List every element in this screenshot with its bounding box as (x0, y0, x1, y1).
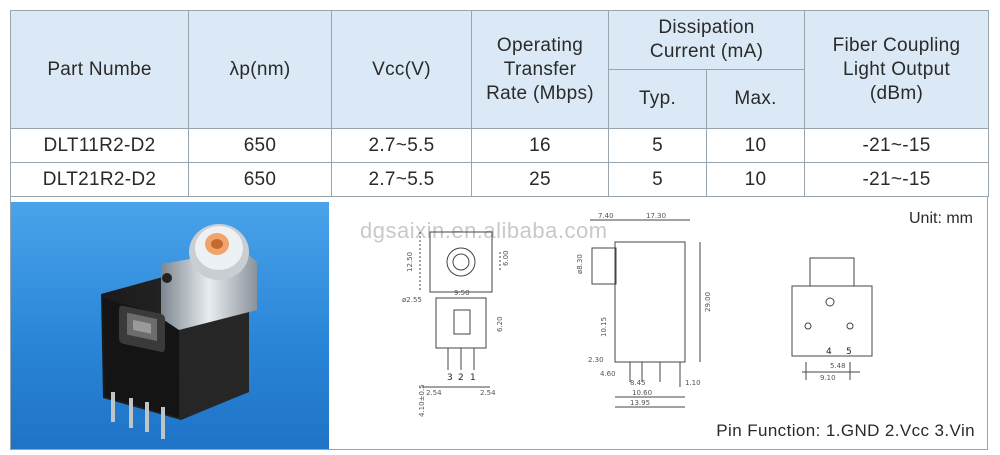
header-fiber-coupling: Fiber Coupling Light Output (dBm) (804, 10, 990, 129)
cell-vcc: 2.7~5.5 (331, 128, 472, 163)
cell-wavelength: 650 (188, 128, 332, 163)
cell-max: 10 (705, 162, 806, 197)
front-dim-height: 12.50 (406, 252, 414, 272)
front-view (419, 231, 501, 388)
cell-vcc: 2.7~5.5 (331, 162, 472, 197)
header-fiber-line-2: Light Output (842, 58, 951, 80)
cell-part: DLT21R2-D2 (10, 162, 189, 197)
side-dim-jack-depth: 7.40 (598, 212, 614, 220)
header-current-line-2: Current (mA) (649, 41, 764, 62)
header-rate-line-3: Rate (Mbps) (486, 82, 594, 104)
side-dim-height: 29.00 (704, 292, 712, 312)
side-dim-length: 17.30 (646, 212, 666, 220)
cell-rate: 16 (471, 128, 609, 163)
header-rate-line-1: Operating (496, 34, 584, 56)
side-dim-jack-dia: ø8.30 (576, 254, 584, 274)
header-current-line-1: Dissipation (658, 17, 755, 38)
spec-table: Part Numbe λp(nm) Vcc(V) Operating Trans… (10, 10, 990, 197)
bottom-dim-pitch: 5.48 (830, 362, 846, 370)
header-rate-line-2: Transfer (503, 58, 577, 80)
pin-function-note: Pin Function: 1.GND 2.Vcc 3.Vin (716, 421, 975, 440)
front-dim-pitch-left: 2.54 (426, 389, 442, 397)
cell-fiber: -21~-15 (804, 162, 990, 197)
header-dissipation-current: Dissipation Current (mA) (607, 10, 806, 70)
dimension-drawings: 12.50 6.00 ø2.55 9.50 6.20 4.10±0.5 2.54… (402, 212, 873, 417)
cell-fiber: -21~-15 (804, 128, 990, 163)
technical-drawings-panel: dgsaixin.en.alibaba.com Unit: mm 12.50 6… (330, 202, 987, 449)
bottom-dim-width: 9.10 (820, 374, 836, 382)
header-max: Max. (705, 69, 806, 129)
side-dim-e: 13.95 (630, 399, 650, 407)
unit-label: Unit: mm (909, 210, 973, 227)
front-dim-jack: 6.00 (502, 250, 510, 266)
table-row: DLT21R2-D2 650 2.7~5.5 25 5 10 -21~-15 (10, 162, 990, 197)
pin-label-1: 1 (470, 373, 476, 383)
cell-typ: 5 (608, 128, 707, 163)
watermark-text: dgsaixin.en.alibaba.com (360, 218, 608, 243)
optical-receiver-illustration (101, 224, 257, 439)
header-typ: Typ. (608, 69, 707, 129)
header-transfer-rate: Operating Transfer Rate (Mbps) (471, 10, 609, 129)
side-view (590, 219, 701, 408)
front-dim-port: 6.20 (496, 316, 504, 332)
header-wavelength: λp(nm) (188, 10, 332, 129)
front-dim-pin-length: 4.10±0.5 (418, 384, 426, 417)
pin-label-3: 3 (447, 373, 453, 383)
side-dim-pin-offset: 10.15 (600, 317, 608, 337)
side-dim-b: 4.60 (600, 370, 616, 378)
front-dim-width: 9.50 (454, 289, 470, 297)
pin-label-4: 4 (826, 347, 832, 357)
cell-part: DLT11R2-D2 (10, 128, 189, 163)
pin-label-5: 5 (846, 347, 852, 357)
table-row: DLT11R2-D2 650 2.7~5.5 16 5 10 -21~-15 (10, 128, 990, 163)
side-dim-a: 2.30 (588, 356, 604, 364)
product-photo (11, 202, 329, 449)
side-dim-f: 1.10 (685, 379, 701, 387)
cell-rate: 25 (471, 162, 609, 197)
header-vcc: Vcc(V) (331, 10, 472, 129)
cell-wavelength: 650 (188, 162, 332, 197)
side-dim-c: 8.45 (630, 379, 646, 387)
side-dim-d: 10.60 (632, 389, 652, 397)
bottom-view (791, 257, 873, 380)
front-dim-hole: ø2.55 (402, 296, 422, 304)
pin-label-2: 2 (458, 373, 464, 383)
front-dim-pitch-right: 2.54 (480, 389, 496, 397)
header-part-number: Part Numbe (10, 10, 189, 129)
header-fiber-line-3: (dBm) (869, 82, 924, 104)
cell-max: 10 (705, 128, 806, 163)
cell-typ: 5 (608, 162, 707, 197)
header-fiber-line-1: Fiber Coupling (832, 34, 961, 56)
